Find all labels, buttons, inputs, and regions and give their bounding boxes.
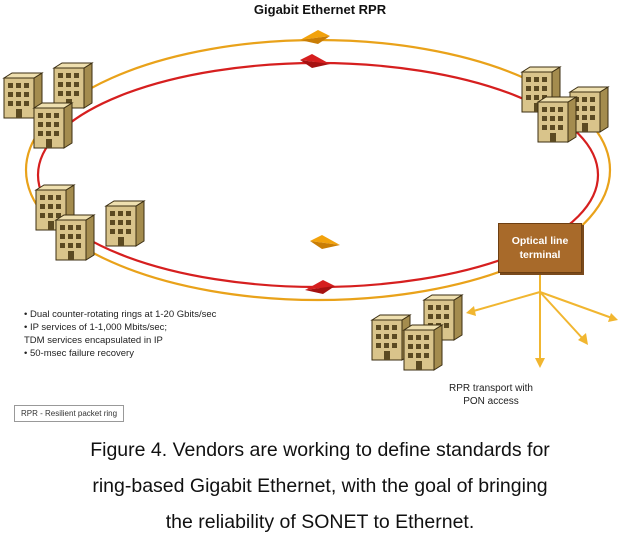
building-cluster-right: [521, 66, 609, 143]
olt-label-line-1: Optical line: [511, 235, 569, 247]
outer-ring-arrow-top: [300, 30, 330, 44]
outer-ring-arrow-bottom: [310, 235, 340, 249]
pon-arrowheads: [466, 306, 618, 368]
building-cluster-bottom-left: [35, 184, 145, 261]
rpr-label-line-1: RPR transport with: [449, 383, 533, 394]
feature-list: • Dual counter-rotating rings at 1-20 Gb…: [24, 308, 216, 360]
inner-ring-arrow-bottom: [305, 280, 335, 294]
diagram: [3, 30, 618, 371]
building-cluster-pon: [371, 294, 463, 371]
inner-ring-arrow-top: [300, 54, 330, 68]
rpr-transport-label: RPR transport with PON access: [416, 382, 566, 408]
caption-line: Figure 4. Vendors are working to define …: [90, 439, 550, 461]
rpr-label-line-2: PON access: [463, 396, 519, 407]
feature-item: • 50-msec failure recovery: [24, 348, 134, 359]
pon-lines: [469, 272, 613, 362]
caption-line: the reliability of SONET to Ethernet.: [165, 511, 475, 533]
feature-item: • IP services of 1-1,000 Mbits/sec;: [24, 322, 168, 333]
optical-line-terminal-box: Optical line terminal: [498, 223, 582, 273]
olt-label-line-2: terminal: [519, 249, 561, 261]
building-cluster-left: [3, 62, 93, 149]
feature-item: • Dual counter-rotating rings at 1-20 Gb…: [24, 309, 217, 320]
diagram-title: Gigabit Ethernet RPR: [253, 2, 387, 17]
caption-line: ring-based Gigabit Ethernet, with the go…: [92, 475, 548, 497]
legend-box: RPR - Resilient packet ring: [14, 405, 125, 422]
figure-caption: Figure 4. Vendors are working to define …: [0, 432, 640, 540]
feature-item: TDM services encapsulated in IP: [24, 335, 163, 346]
ring-diagram: [3, 30, 618, 371]
